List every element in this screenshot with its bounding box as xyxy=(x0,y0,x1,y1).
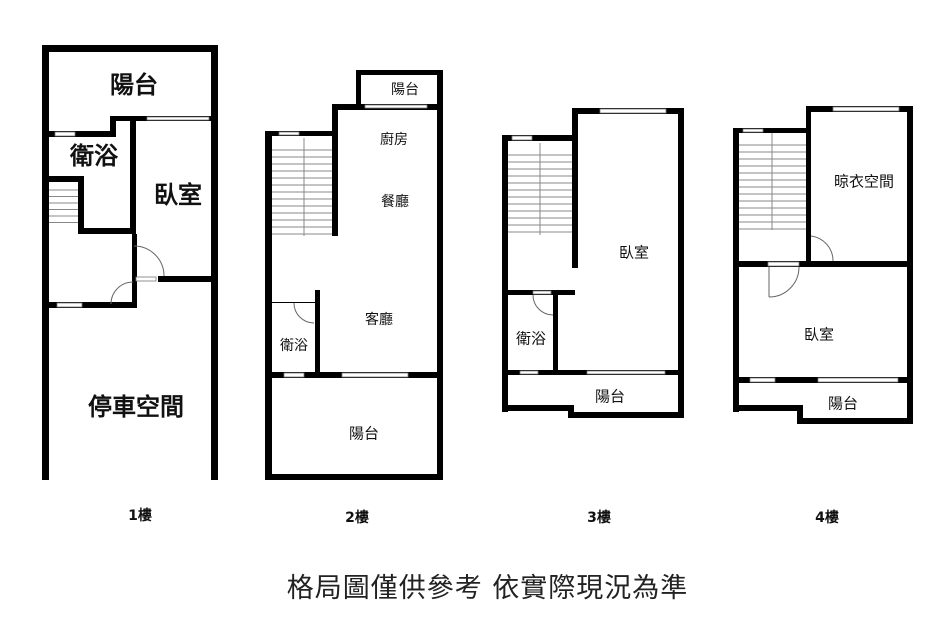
wall xyxy=(678,108,684,418)
floor-2-plan: 陽台 廚房 餐廳 客廳 衛浴 陽台 2樓 xyxy=(265,70,443,526)
room-label-bedroom: 臥室 xyxy=(154,181,202,209)
wall xyxy=(315,290,320,376)
floor-label-1: 1樓 xyxy=(128,507,152,524)
wall xyxy=(733,261,913,267)
wall xyxy=(211,45,218,480)
staircase xyxy=(49,189,78,223)
room-label-bath: 衛浴 xyxy=(280,338,308,354)
wall xyxy=(78,228,136,234)
floor-label-2: 2樓 xyxy=(345,509,369,526)
door xyxy=(293,302,315,324)
door xyxy=(532,294,554,316)
wall xyxy=(42,45,49,480)
room-label-laundry: 晾衣空間 xyxy=(834,173,894,191)
room-label-kitchen: 廚房 xyxy=(380,131,408,148)
wall xyxy=(797,418,913,424)
door xyxy=(133,245,165,277)
wall xyxy=(265,131,335,136)
wall xyxy=(553,290,558,373)
wall xyxy=(437,70,443,480)
door xyxy=(768,266,800,298)
wall xyxy=(568,412,684,418)
window xyxy=(278,131,300,136)
window xyxy=(364,104,428,109)
wall xyxy=(502,405,574,411)
wall xyxy=(272,302,315,303)
floor-1-plan: 陽台 衛浴 臥室 停車空間 1樓 xyxy=(42,45,218,524)
wall xyxy=(332,104,338,236)
wall xyxy=(356,70,443,75)
wall xyxy=(130,121,136,234)
room-label-bath: 衛浴 xyxy=(69,142,119,170)
wall xyxy=(78,176,84,234)
window xyxy=(742,128,764,133)
wall xyxy=(49,131,115,137)
window xyxy=(586,370,666,375)
window xyxy=(519,370,539,375)
room-label-parking: 停車空間 xyxy=(88,393,184,421)
floor-4-plan: 晾衣空間 臥室 陽台 4樓 xyxy=(733,106,913,526)
wall xyxy=(572,108,578,268)
window xyxy=(146,116,210,121)
window xyxy=(511,135,533,141)
window xyxy=(341,372,409,378)
wall xyxy=(265,131,272,480)
staircase xyxy=(739,133,806,230)
window xyxy=(599,108,667,114)
door xyxy=(810,235,834,262)
wall xyxy=(132,234,137,308)
wall xyxy=(110,116,116,137)
room-label-balcony: 陽台 xyxy=(595,388,625,406)
room-label-bath: 衛浴 xyxy=(516,330,546,348)
room-label-balcony: 陽台 xyxy=(828,395,858,413)
wall xyxy=(502,135,508,412)
wall xyxy=(502,135,578,141)
wall xyxy=(49,176,82,182)
window xyxy=(832,106,900,112)
room-label-dining: 餐廳 xyxy=(381,193,409,210)
staircase xyxy=(272,138,332,236)
wall xyxy=(42,45,218,52)
floor-3-plan: 臥室 衛浴 陽台 3樓 xyxy=(502,108,684,526)
floor-label-3: 3樓 xyxy=(587,509,611,526)
wall xyxy=(265,474,443,480)
wall xyxy=(158,276,211,282)
wall xyxy=(797,405,803,424)
window xyxy=(56,302,83,308)
window xyxy=(767,261,800,267)
floor-label-4: 4樓 xyxy=(815,509,839,526)
room-label-bedroom: 臥室 xyxy=(804,326,834,344)
wall xyxy=(733,405,803,411)
wall xyxy=(356,70,361,106)
window xyxy=(532,290,552,295)
wall xyxy=(733,128,739,412)
room-label-living: 客廳 xyxy=(365,311,393,328)
wall xyxy=(568,405,574,418)
door xyxy=(110,281,134,305)
wall xyxy=(49,302,137,308)
wall xyxy=(733,128,811,133)
window xyxy=(283,372,305,378)
window xyxy=(54,131,76,137)
disclaimer-caption: 格局圖僅供參考 依實際現況為準 xyxy=(286,573,689,604)
room-label-balcony: 陽台 xyxy=(110,71,158,99)
room-label-balcony: 陽台 xyxy=(349,425,379,443)
window xyxy=(817,377,899,383)
window xyxy=(135,276,157,282)
window xyxy=(749,377,776,383)
staircase xyxy=(508,143,572,235)
room-label-bedroom: 臥室 xyxy=(619,244,649,262)
room-label-balcony-top: 陽台 xyxy=(391,82,419,98)
wall xyxy=(806,106,811,266)
